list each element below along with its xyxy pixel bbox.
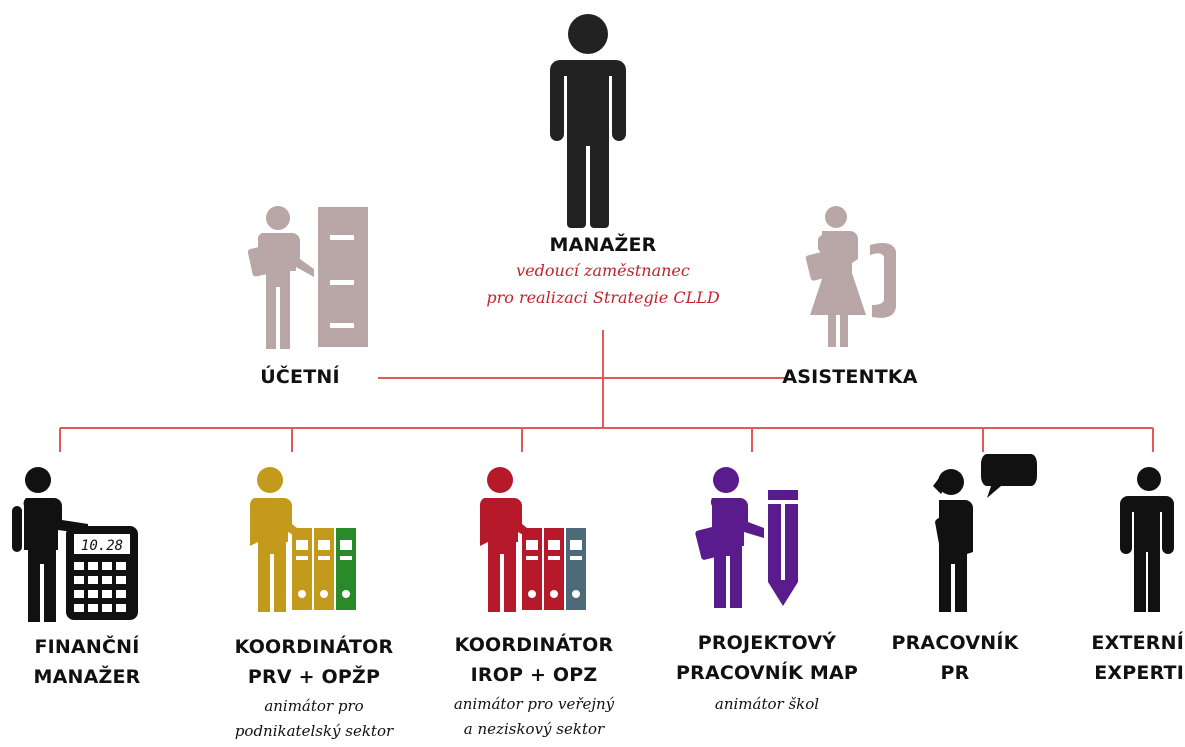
staff-3-subtitle-line-2: a neziskový sektor [463,720,605,738]
manager-person-icon [550,14,626,228]
staff-3-title-line-2: IROP + OPZ [470,664,598,686]
calculator-person-icon: 10.28 [12,467,138,622]
manager-title: MANAŽER [549,234,657,256]
staff-2-title-line-2: PRV + OPŽP [247,666,381,688]
staff-4-title-line-1: PROJEKTOVÝ [697,632,837,654]
accountant-cabinet-icon [247,206,368,349]
staff-2-subtitle-line-1: animátor pro [264,697,364,715]
staff-3-title-line-1: KOORDINÁTOR [454,634,614,656]
svg-text:10.28: 10.28 [81,538,123,554]
assistant-phone-icon [805,206,896,347]
staff-1-title-line-1: FINANČNÍ [34,636,140,658]
staff-5-title-line-2: PR [940,662,970,684]
staff-3-subtitle-line-1: animátor pro veřejný [453,695,615,713]
binders-person-gold-icon [249,467,356,612]
phone-speech-person-icon [933,454,1037,612]
staff-5-title-line-1: PRACOVNÍK [891,632,1019,654]
staff-6-title-line-1: EXTERNÍ [1091,632,1184,654]
manager-subtitle-line-2: pro realizaci Strategie CLLD [486,288,720,307]
staff-2-subtitle-line-2: podnikatelský sektor [234,722,394,740]
binders-person-red-icon [479,467,586,612]
expert-person-icon [1120,467,1174,612]
staff-4-title-line-2: PRACOVNÍK MAP [676,662,858,684]
staff-1-title-line-2: MANAŽER [33,666,141,688]
pencil-person-icon [695,467,798,608]
accountant-title: ÚČETNÍ [260,366,340,388]
staff-4-subtitle-line-1: animátor škol [714,695,820,713]
staff-6-title-line-2: EXPERTI [1094,662,1184,684]
staff-2-title-line-1: KOORDINÁTOR [234,636,394,658]
assistant-title: ASISTENTKA [782,366,918,388]
manager-subtitle-line-1: vedoucí zaměstnanec [516,261,690,280]
